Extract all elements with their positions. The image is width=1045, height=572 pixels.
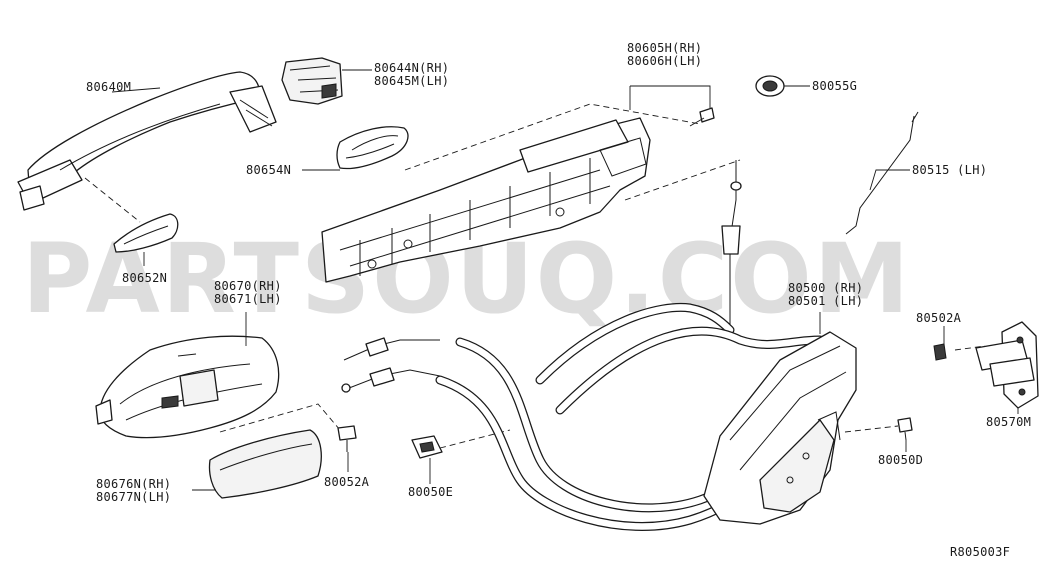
callout-80055g: 80055G bbox=[812, 79, 857, 93]
callout-labels: 80640M 80644N(RH) 80645M(LH) 80605H(RH) … bbox=[86, 41, 1031, 559]
figure-code: R805003F bbox=[950, 545, 1010, 559]
callout-80570m: 80570M bbox=[986, 415, 1031, 429]
outside-handle-bracket-part bbox=[321, 117, 651, 283]
callout-80670-rh: 80670(RH) bbox=[214, 279, 282, 293]
inside-handle-escutcheon-part bbox=[208, 429, 322, 499]
callout-80676n-rh: 80676N(RH) bbox=[96, 477, 171, 491]
leader-lines bbox=[111, 69, 1019, 491]
callout-80645m-lh: 80645M(LH) bbox=[374, 74, 449, 88]
assembly-dashed-lines bbox=[84, 103, 986, 449]
door-striker-part bbox=[975, 321, 1039, 409]
callout-80515-lh: 80515 (LH) bbox=[912, 163, 987, 177]
callout-80050e: 80050E bbox=[408, 485, 453, 499]
cable-clip-part bbox=[411, 435, 443, 459]
grommet-part bbox=[755, 75, 785, 97]
callout-80502a: 80502A bbox=[916, 311, 962, 325]
callout-80501-lh: 80501 (LH) bbox=[788, 294, 863, 308]
handle-small-gasket-part bbox=[113, 213, 179, 253]
handle-gasket-part bbox=[336, 126, 409, 170]
callout-80652n: 80652N bbox=[122, 271, 167, 285]
callout-80500-rh: 80500 (RH) bbox=[788, 281, 863, 295]
inside-door-handle-part bbox=[95, 335, 280, 439]
lock-rod-part bbox=[845, 111, 919, 235]
callout-80052a-left: 80052A bbox=[324, 475, 370, 489]
callout-80644n-rh: 80644N(RH) bbox=[374, 61, 449, 75]
screw-80050d-part bbox=[897, 417, 913, 441]
handle-escutcheon-cover-part bbox=[281, 57, 343, 105]
callout-80677n-lh: 80677N(LH) bbox=[96, 490, 171, 504]
callout-80606h-lh: 80606H(LH) bbox=[627, 54, 702, 68]
outside-door-handle-part bbox=[17, 71, 277, 211]
inside-cable-rod-part bbox=[721, 160, 742, 330]
callout-80654n: 80654N bbox=[246, 163, 291, 177]
bolt-80605h-part bbox=[689, 107, 715, 127]
door-lock-actuator-part bbox=[703, 331, 857, 525]
callout-80605h-rh: 80605H(RH) bbox=[627, 41, 702, 55]
callout-80640m: 80640M bbox=[86, 80, 131, 94]
callout-80671-lh: 80671(LH) bbox=[214, 292, 282, 306]
screw-80052a-left-part bbox=[337, 425, 357, 452]
screw-80502a-part bbox=[933, 343, 947, 361]
callout-80050d: 80050D bbox=[878, 453, 923, 467]
